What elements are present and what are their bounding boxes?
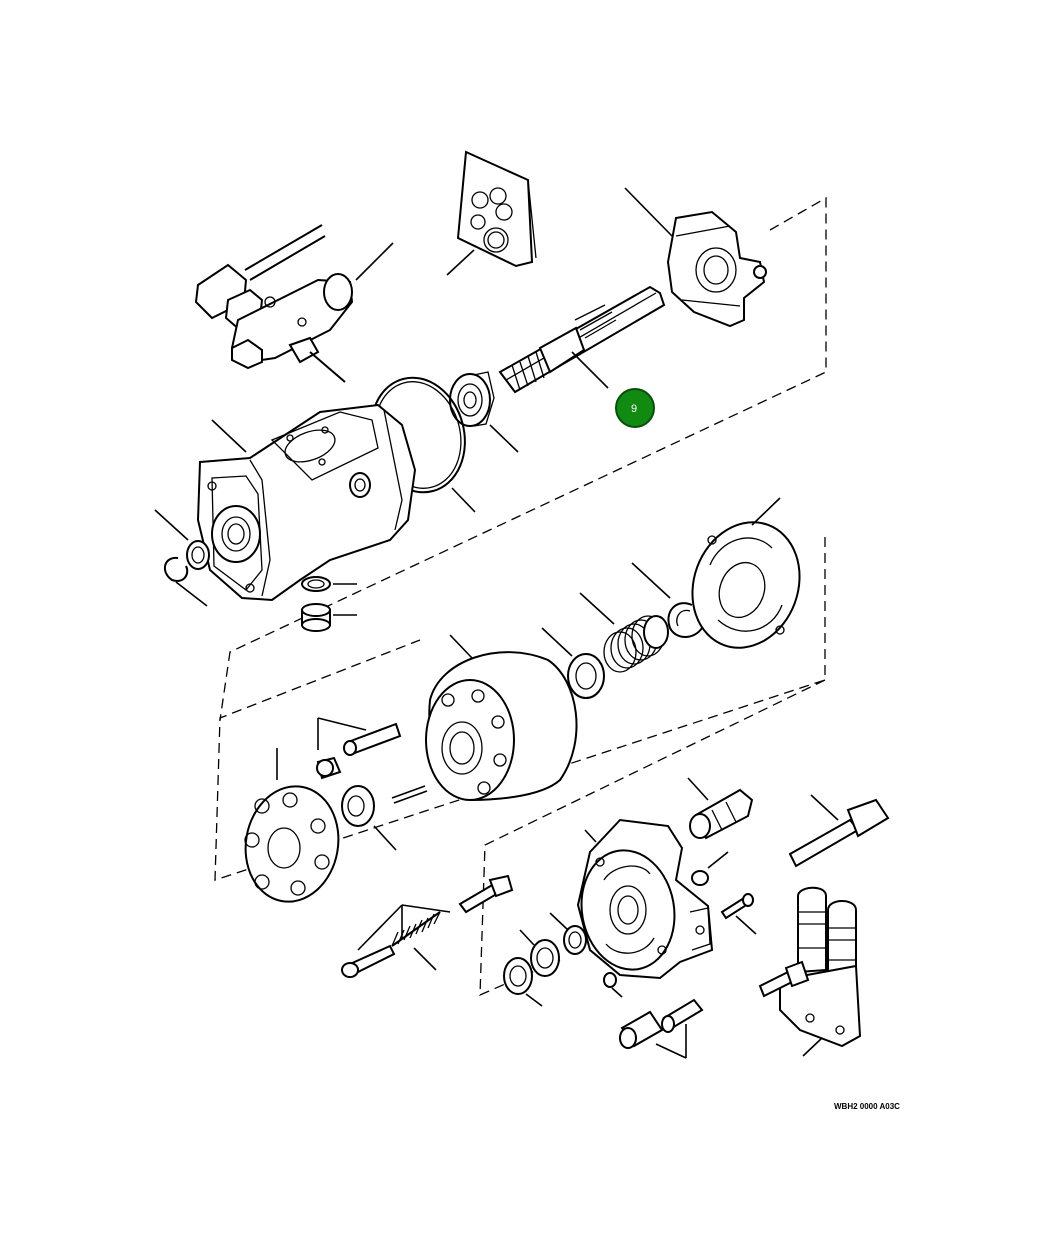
- figure-reference-code: WBH2 0000 A03C: [834, 1102, 900, 1111]
- small-plug: [691, 851, 729, 886]
- bushing: [341, 785, 397, 851]
- seal-kit-card: [446, 150, 537, 276]
- shaft-seal-and-snap-ring: [154, 509, 210, 607]
- plug-and-washer: [301, 576, 357, 632]
- valve-spring: [391, 911, 441, 971]
- adjusting-screw: [458, 874, 514, 914]
- retainer-plate: [244, 748, 340, 903]
- end-cover: [576, 818, 714, 980]
- leader-fan-bottom-left: [357, 904, 451, 951]
- callout-9-badge[interactable]: [615, 388, 655, 428]
- pistons: [316, 717, 428, 804]
- cylinder-block: [425, 634, 578, 802]
- control-cartridge: [687, 777, 754, 840]
- swash-bracket: [624, 187, 767, 328]
- retaining-ring: [631, 562, 703, 638]
- poppet: [341, 944, 396, 978]
- dowel-pins: [619, 998, 704, 1059]
- small-seals: [503, 912, 623, 1007]
- thrust-washer: [541, 627, 605, 699]
- callout-9[interactable]: 9: [615, 388, 655, 428]
- fitting-assembly: [194, 224, 394, 383]
- solenoid-valve: [758, 886, 862, 1057]
- assembly-boundaries: [214, 196, 827, 997]
- bolt: [720, 893, 757, 935]
- pump-housing: [196, 403, 417, 602]
- callout-9-label: 9: [631, 403, 637, 415]
- pin-right: [788, 794, 890, 868]
- drive-shaft: [498, 285, 666, 394]
- valve-plate: [691, 497, 801, 649]
- compression-spring: [579, 592, 669, 673]
